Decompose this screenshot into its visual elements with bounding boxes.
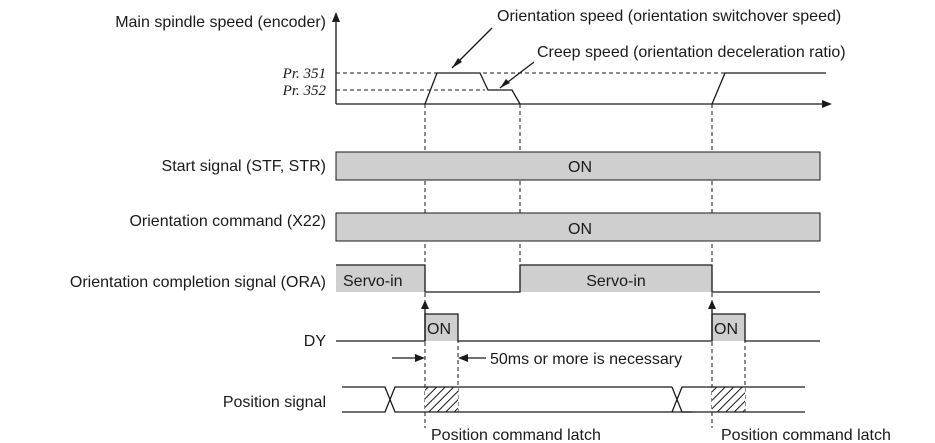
position-latch-hatch-2 <box>712 387 745 412</box>
position-latch-hatch-1 <box>425 387 458 412</box>
speed-waveform-2 <box>711 72 826 105</box>
speed-waveform-1 <box>424 72 521 105</box>
orientation-command-row: Orientation command (X22) ON <box>129 212 821 242</box>
position-signal-row: Position signal Position command latch P… <box>223 386 891 443</box>
dy-rise-arrow-icon-1 <box>421 300 429 309</box>
dy-rise-arrow-icon-2 <box>708 300 716 309</box>
ora-servo-in-text-1: Servo-in <box>343 273 403 290</box>
timing-note-left-arrow-icon <box>415 354 425 362</box>
dy-label: DY <box>304 333 327 350</box>
position-waveform-low-1 <box>342 386 805 413</box>
start-signal-label: Start signal (STF, STR) <box>162 158 326 175</box>
start-signal-row: Start signal (STF, STR) ON <box>162 151 821 181</box>
dy-on-text-2: ON <box>714 321 738 338</box>
timing-note: 50ms or more is necessary <box>392 351 682 368</box>
latch-text-2: Position command latch <box>721 427 891 443</box>
creep-speed-annotation: Creep speed (orientation deceleration ra… <box>537 44 846 61</box>
x-axis-arrow-icon <box>822 100 832 108</box>
timing-note-text: 50ms or more is necessary <box>490 351 682 368</box>
dy-waveform <box>336 313 820 342</box>
dy-on-band-1 <box>425 314 458 341</box>
creep-speed-arrow-icon <box>500 79 510 88</box>
ora-servo-band-1 <box>336 265 425 292</box>
pr351-label: Pr. 351 <box>282 66 326 82</box>
timing-note-right-arrow-icon <box>458 354 468 362</box>
orientation-speed-arrow-icon <box>452 58 462 68</box>
start-signal-band <box>335 151 821 181</box>
speed-row-label: Main spindle speed (encoder) <box>115 14 326 31</box>
pr352-label: Pr. 352 <box>282 83 327 99</box>
start-signal-on-text: ON <box>568 159 592 176</box>
dy-on-band-2 <box>712 314 745 341</box>
ora-label: Orientation completion signal (ORA) <box>70 274 326 291</box>
position-cross-2 <box>671 386 805 413</box>
position-waveform-high-1 <box>342 386 405 413</box>
ora-servo-band-2 <box>520 265 712 292</box>
orientation-speed-annotation: Orientation speed (orientation switchove… <box>497 8 841 25</box>
latch-text-1: Position command latch <box>431 427 601 443</box>
orientation-command-label: Orientation command (X22) <box>129 213 326 230</box>
position-signal-label: Position signal <box>223 394 326 411</box>
dy-on-text-1: ON <box>427 321 451 338</box>
ora-row: Orientation completion signal (ORA) Serv… <box>70 264 820 293</box>
orientation-command-band <box>335 212 821 242</box>
ora-waveform <box>336 264 820 293</box>
position-cross-1 <box>671 386 692 413</box>
speed-plot: Main spindle speed (encoder) Pr. 351 Pr.… <box>115 8 846 108</box>
orientation-command-on-text: ON <box>568 221 592 238</box>
ora-servo-in-text-2: Servo-in <box>586 273 646 290</box>
y-axis-arrow-icon <box>332 12 340 22</box>
dy-row: DY ON ON <box>304 300 820 350</box>
